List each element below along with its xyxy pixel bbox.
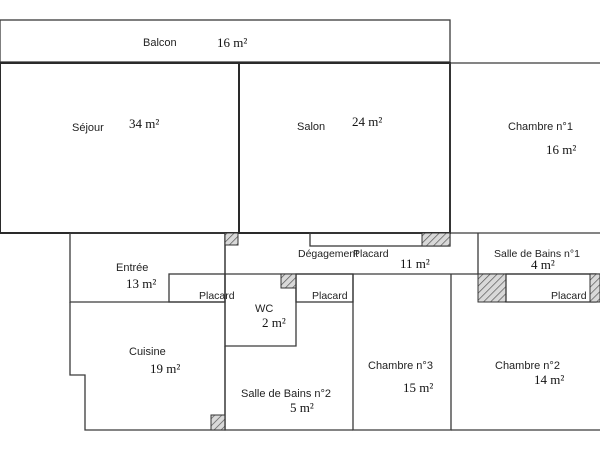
entree-hatch bbox=[224, 232, 239, 246]
placard-degagement-hatch bbox=[421, 232, 451, 247]
sdb1-name: Salle de Bains n°1 bbox=[494, 248, 580, 260]
sdb2-outline bbox=[224, 346, 353, 431]
cuisine-area: 19 m² bbox=[150, 361, 180, 376]
sdb1-area: 4 m² bbox=[531, 257, 555, 272]
cuisine-name: Cuisine bbox=[129, 346, 166, 358]
placard-entree-label: Placard bbox=[199, 290, 235, 302]
chambre2-name: Chambre n°2 bbox=[495, 360, 560, 372]
balcon-area: 16 m² bbox=[217, 35, 247, 50]
salon-outline bbox=[238, 62, 451, 234]
chambre3-outline bbox=[352, 274, 452, 431]
cuisine-hatch bbox=[210, 414, 226, 431]
sejour-name: Séjour bbox=[72, 122, 104, 134]
placard-degagement-label: Placard bbox=[353, 248, 389, 260]
sejour-area: 34 m² bbox=[129, 116, 159, 131]
chambre1-area: 16 m² bbox=[546, 142, 576, 157]
wc-name: WC bbox=[255, 303, 273, 315]
wc-area: 2 m² bbox=[262, 315, 286, 330]
chambre2-area: 14 m² bbox=[534, 372, 564, 387]
chambre2-hatch-left bbox=[477, 273, 507, 303]
entree-name: Entrée bbox=[116, 262, 148, 274]
wc-hatch bbox=[280, 273, 297, 289]
chambre1-outline bbox=[449, 62, 600, 234]
degagement-area: 11 m² bbox=[400, 256, 430, 271]
sdb2-area: 5 m² bbox=[290, 400, 314, 415]
sejour-outline bbox=[0, 62, 240, 234]
placard-wc-label: Placard bbox=[312, 290, 348, 302]
placard-chambre2-label: Placard bbox=[551, 290, 587, 302]
chambre3-name: Chambre n°3 bbox=[368, 360, 433, 372]
chambre2-hatch-right bbox=[589, 273, 600, 303]
chambre3-area: 15 m² bbox=[403, 380, 433, 395]
balcon-name: Balcon bbox=[143, 37, 177, 49]
chambre1-name: Chambre n°1 bbox=[508, 121, 573, 133]
entree-area: 13 m² bbox=[126, 276, 156, 291]
salon-name: Salon bbox=[297, 121, 325, 133]
salon-area: 24 m² bbox=[352, 114, 382, 129]
sdb2-name: Salle de Bains n°2 bbox=[241, 388, 331, 400]
cuisine-outline bbox=[69, 302, 226, 431]
degagement-name: Dégagement bbox=[298, 248, 358, 260]
